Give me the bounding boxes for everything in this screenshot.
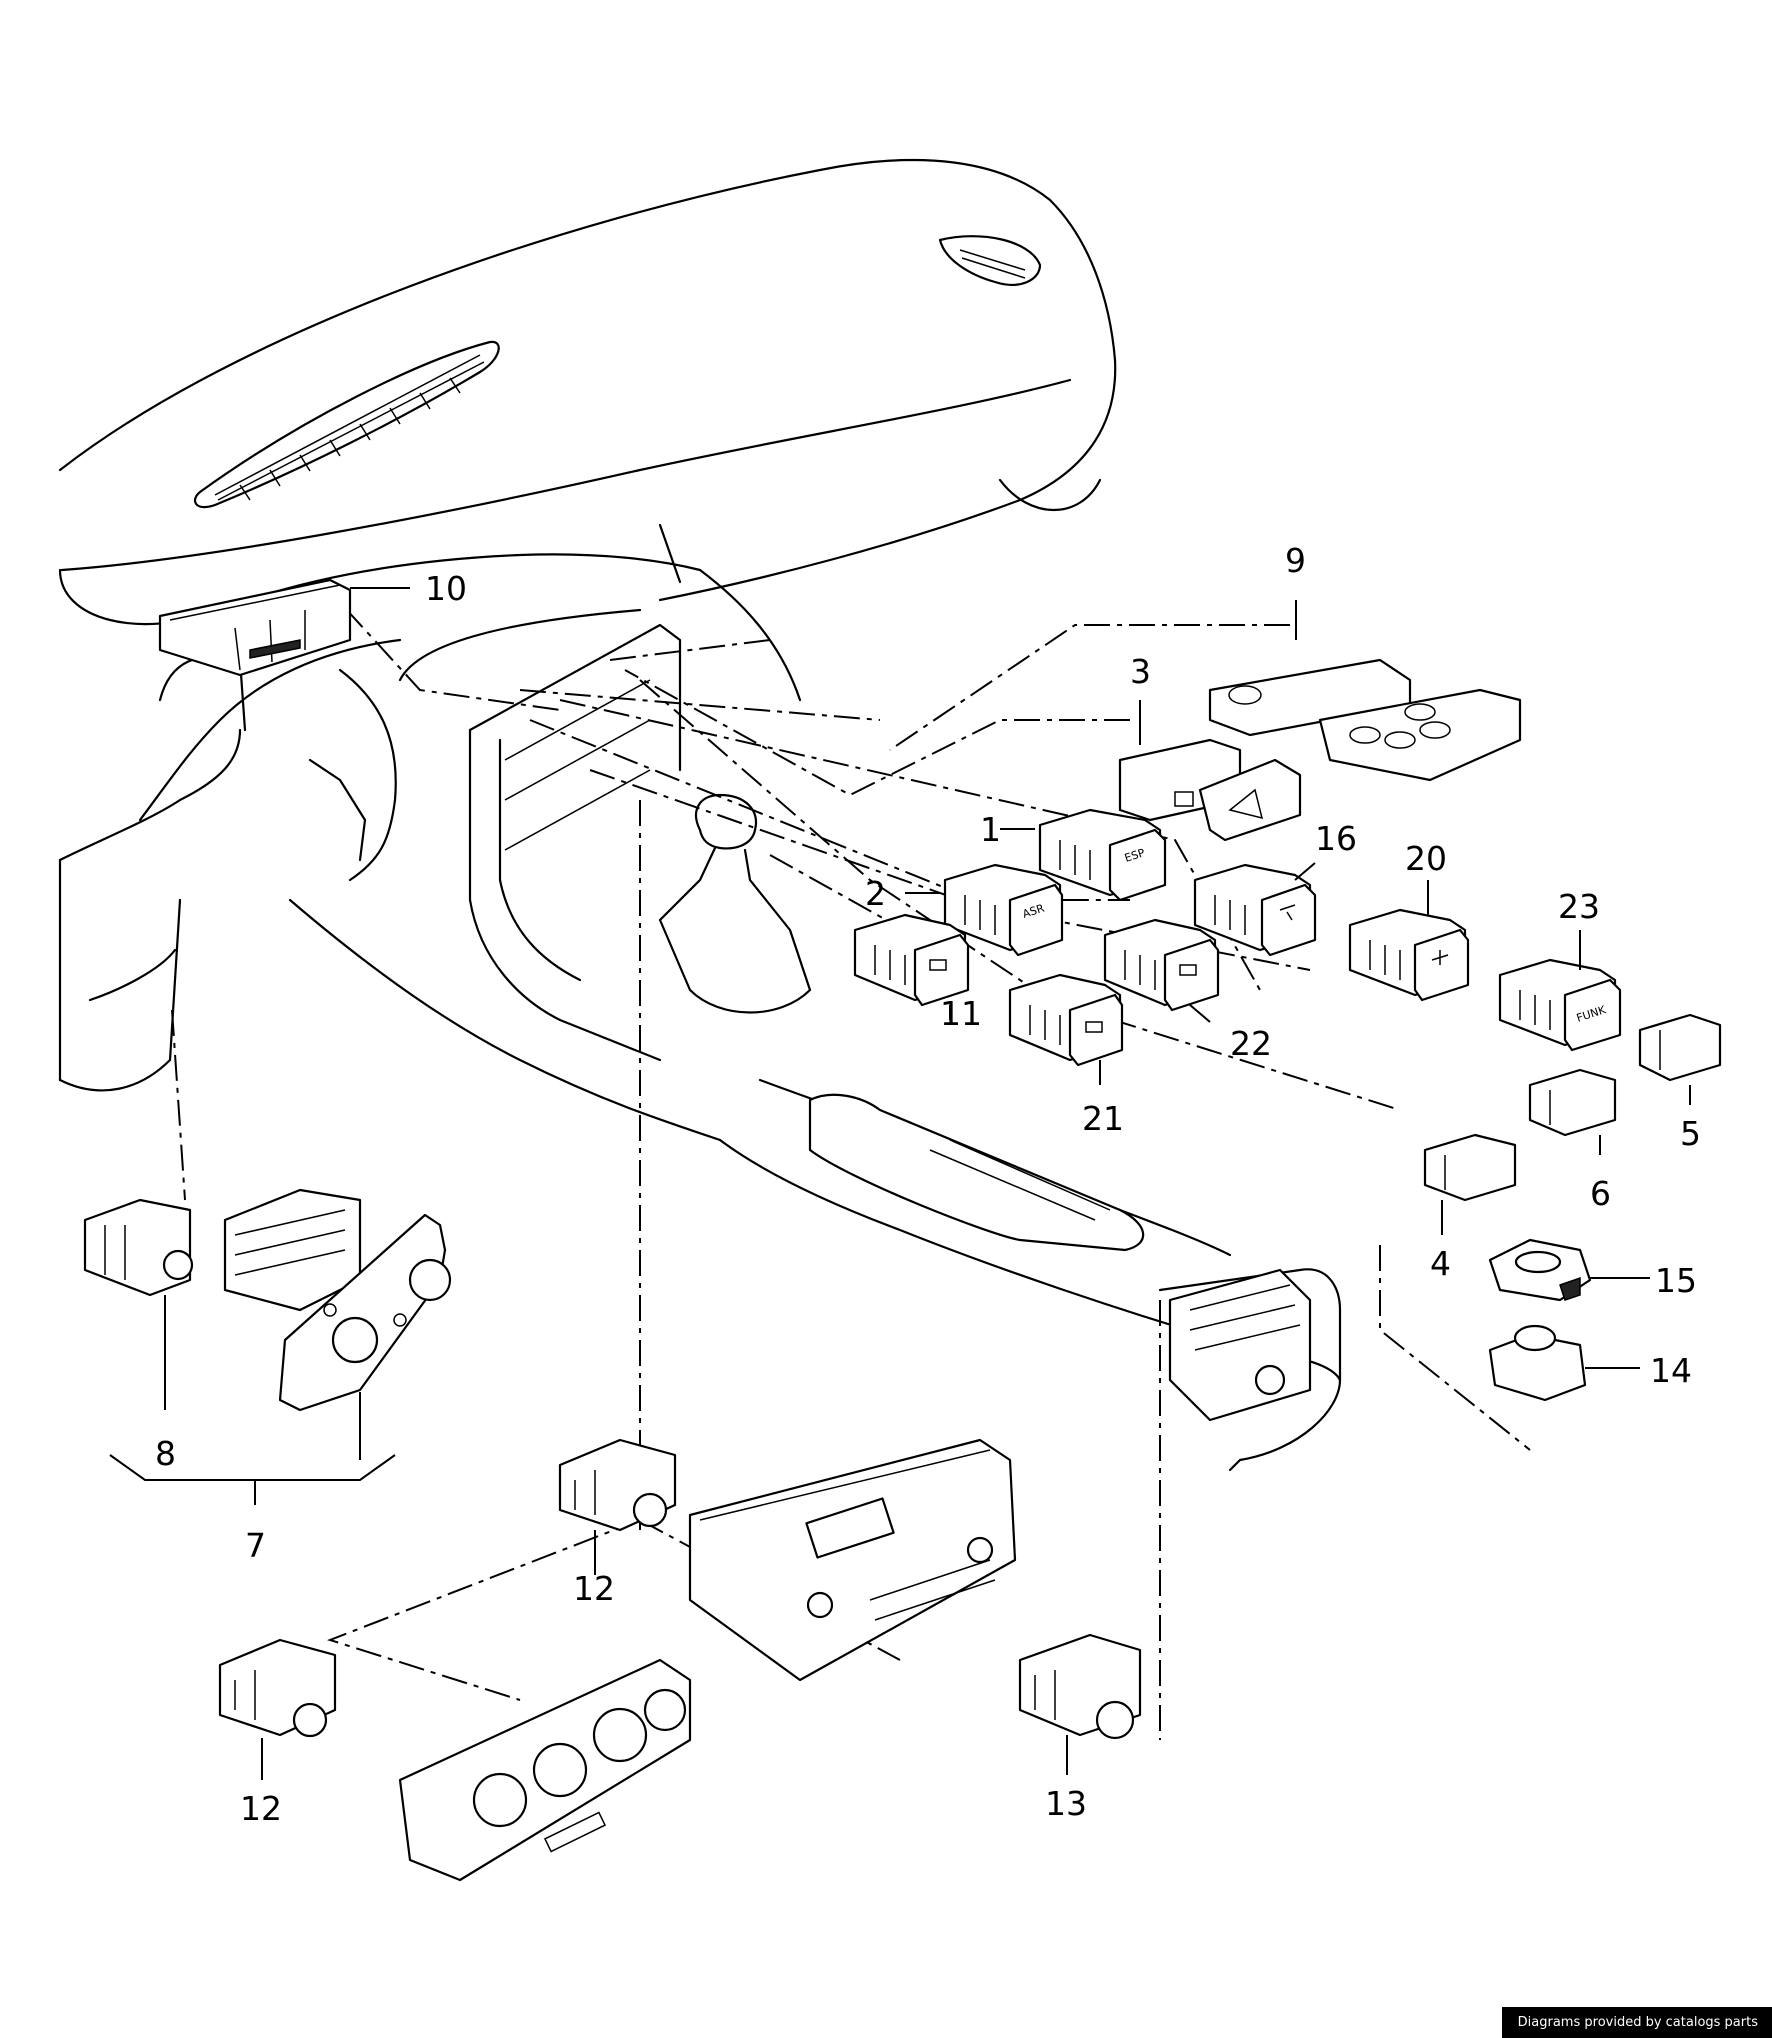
callout-22: 22 (1230, 1024, 1272, 1063)
part-8-switch[interactable] (83, 1198, 194, 1297)
esp-label: ESP (1123, 846, 1147, 865)
callout-2: 2 (865, 874, 886, 913)
callout-9: 9 (1285, 541, 1306, 580)
callout-6: 6 (1590, 1174, 1611, 1213)
part-7-headlight-switch[interactable] (223, 1188, 452, 1412)
dashboard-outline (58, 158, 1342, 1472)
callout-3: 3 (1130, 652, 1151, 691)
callout-14: 14 (1650, 1351, 1692, 1390)
callout-13: 13 (1045, 1784, 1087, 1823)
part-3-hazard-switch[interactable] (1118, 738, 1302, 842)
center-vent-grille (214, 354, 485, 501)
callout-12-lower: 12 (240, 1789, 282, 1828)
callout-11: 11 (940, 994, 982, 1033)
callout-15: 15 (1655, 1261, 1697, 1300)
part-11-switch[interactable] (853, 913, 970, 1007)
leader-lines (109, 587, 1691, 1780)
callout-8: 8 (155, 1434, 176, 1473)
part-10-vent[interactable] (158, 578, 352, 677)
part-12-upper-module[interactable] (558, 1438, 677, 1532)
part-20-switch[interactable] (1348, 908, 1470, 1002)
callout-numbers: 10 9 3 1 16 20 2 23 11 22 21 5 6 4 15 14… (155, 541, 1701, 1828)
part-22-switch[interactable] (1103, 918, 1220, 1012)
part-23-funk-switch[interactable]: FUNK (1498, 958, 1622, 1052)
callout-1: 1 (980, 810, 1001, 849)
part-4-blank-cover[interactable] (1423, 1133, 1517, 1202)
manual-climate-control[interactable] (398, 1658, 692, 1882)
part-15-knob-housing[interactable] (1488, 1238, 1592, 1302)
part-12-lower-module[interactable] (218, 1638, 337, 1738)
part-9-tray[interactable] (1208, 658, 1522, 782)
footer-credit: Diagrams provided by catalogs parts (1501, 2007, 1772, 2038)
callout-7: 7 (245, 1526, 266, 1565)
callout-5: 5 (1680, 1114, 1701, 1153)
part-1-esp-switch[interactable]: ESP (1038, 808, 1167, 902)
part-16-switch[interactable] (1193, 863, 1317, 957)
callout-23: 23 (1558, 887, 1600, 926)
callout-21: 21 (1082, 1099, 1124, 1138)
callout-10: 10 (425, 569, 467, 608)
part-2-asr-switch[interactable]: ASR (943, 863, 1064, 957)
part-21-switch[interactable] (1008, 973, 1124, 1067)
part-14-knob[interactable] (1488, 1324, 1587, 1402)
climatronic-control-unit[interactable] (688, 1438, 1017, 1682)
callout-4: 4 (1430, 1244, 1451, 1283)
callout-12-upper: 12 (573, 1569, 615, 1608)
part-13-module[interactable] (1018, 1633, 1142, 1740)
callout-20: 20 (1405, 839, 1447, 878)
part-5-blank-cover[interactable] (1638, 1013, 1722, 1082)
callout-16: 16 (1315, 819, 1357, 858)
part-6-blank-cover[interactable] (1528, 1068, 1617, 1137)
